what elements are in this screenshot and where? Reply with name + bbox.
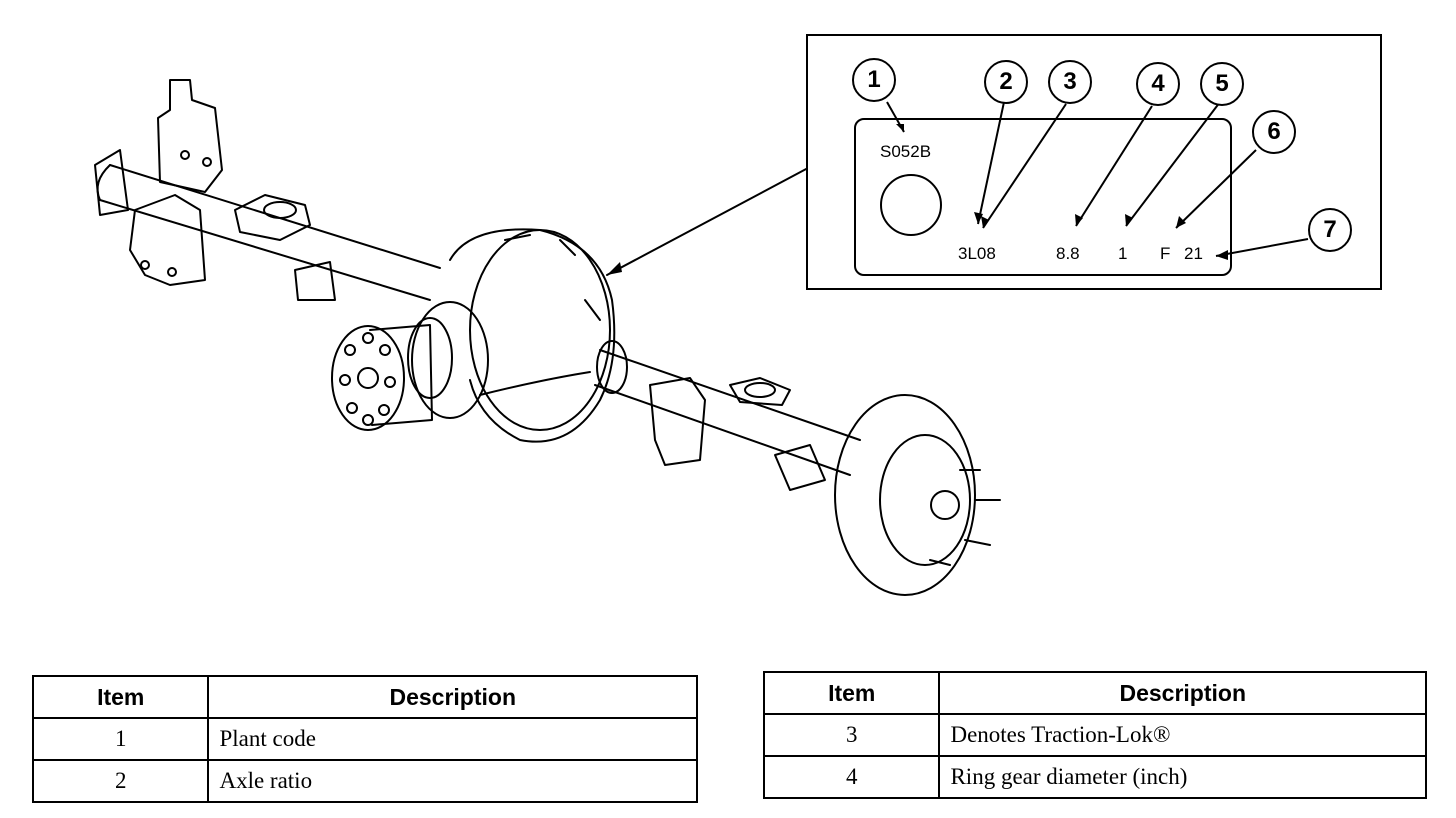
tag-circle xyxy=(880,174,942,236)
callout-5: 5 xyxy=(1200,62,1244,106)
item-table-right: Item Description 3 Denotes Traction-Lok®… xyxy=(762,671,1427,799)
item-table-left: Item Description 1 Plant code 2 Axle rat… xyxy=(31,675,698,803)
table-header-row: Item Description xyxy=(31,675,698,719)
left-spring-bracket xyxy=(157,79,223,193)
cell-description: Ring gear diameter (inch) xyxy=(938,755,1427,799)
callout-2: 2 xyxy=(984,60,1028,104)
header-description: Description xyxy=(207,675,698,719)
cell-item: 3 xyxy=(762,713,941,757)
callout-4: 4 xyxy=(1136,62,1180,106)
table-row: 4 Ring gear diameter (inch) xyxy=(762,755,1427,799)
table-row: 1 Plant code xyxy=(31,717,698,761)
tag-field-f: F xyxy=(1160,244,1171,263)
header-item: Item xyxy=(31,675,210,719)
table-row: 2 Axle ratio xyxy=(31,759,698,803)
cell-description: Plant code xyxy=(207,717,698,761)
cell-item: 1 xyxy=(31,717,210,761)
axle-tag-inset: 1 2 3 4 5 6 7 S052B 3L08 8.8 1 F 21 xyxy=(806,34,1382,290)
differential-housing xyxy=(449,228,616,443)
callout-7: 7 xyxy=(1308,208,1352,252)
callout-6: 6 xyxy=(1252,110,1296,154)
brake-rotor xyxy=(834,394,976,596)
callout-1: 1 xyxy=(852,58,896,102)
tag-axle-code: 3L08 xyxy=(958,244,996,263)
tag-field-one: 1 xyxy=(1118,244,1128,263)
table-row: 3 Denotes Traction-Lok® xyxy=(762,713,1427,757)
tag-plant-code: S052B xyxy=(880,142,932,161)
cell-item: 2 xyxy=(31,759,210,803)
tag-field-21: 21 xyxy=(1184,244,1203,263)
right-axle-tube xyxy=(594,349,861,476)
cell-description: Axle ratio xyxy=(207,759,698,803)
cell-item: 4 xyxy=(762,755,941,799)
left-axle-tube xyxy=(99,164,441,301)
tag-ring-gear: 8.8 xyxy=(1056,244,1080,263)
table-header-row: Item Description xyxy=(762,671,1427,715)
callout-3: 3 xyxy=(1048,60,1092,104)
header-item: Item xyxy=(762,671,941,715)
cell-description: Denotes Traction-Lok® xyxy=(938,713,1427,757)
tag-leader-line xyxy=(606,167,809,276)
header-description: Description xyxy=(938,671,1427,715)
pinion-flange xyxy=(331,325,405,431)
